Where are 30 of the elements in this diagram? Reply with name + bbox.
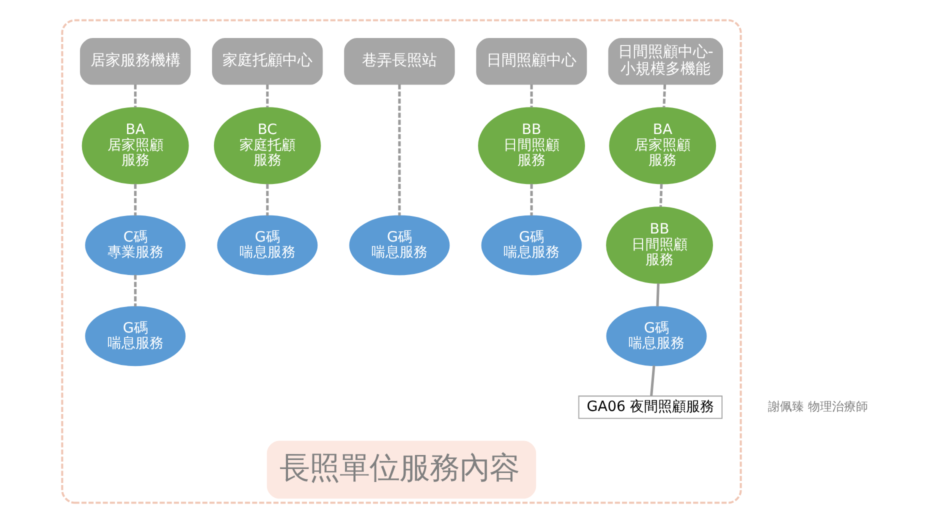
label: 謝佩臻 物理治療師 bbox=[768, 399, 868, 414]
node-ellipse: C碼 專業服務 bbox=[84, 215, 186, 276]
node-box: GA06 夜間照顧服務 bbox=[578, 396, 722, 419]
node-ellipse: BA 居家照顧服務 bbox=[81, 107, 188, 184]
connector bbox=[530, 184, 532, 216]
node-ellipse: G碼 喘息服務 bbox=[216, 215, 318, 276]
node-ellipse: G碼 喘息服務 bbox=[480, 215, 582, 276]
node-ellipse: G碼 喘息服務 bbox=[348, 215, 450, 276]
node-ellipse: G碼 喘息服務 bbox=[606, 306, 706, 366]
connector bbox=[662, 84, 666, 108]
node-ellipse: G碼 喘息服務 bbox=[84, 306, 186, 366]
node-ellipse: BB 日間照顧服務 bbox=[478, 107, 585, 184]
node-box: 巷弄長照站 bbox=[344, 38, 454, 85]
node-box: 日間照顧中心-小規模多機能 bbox=[608, 38, 723, 85]
connector bbox=[398, 84, 400, 216]
node-ellipse: BC 家庭托顧服務 bbox=[213, 107, 320, 184]
node-ellipse: BB 日間照顧服務 bbox=[606, 206, 713, 284]
connector bbox=[134, 184, 136, 216]
connector bbox=[134, 274, 136, 307]
node-box: 居家服務機構 bbox=[79, 38, 190, 85]
connector bbox=[266, 84, 268, 108]
connector bbox=[656, 283, 660, 306]
connector bbox=[266, 184, 268, 216]
connector bbox=[134, 84, 136, 108]
node-box: 家庭托顧中心 bbox=[212, 38, 322, 85]
connector bbox=[650, 366, 655, 396]
connector bbox=[658, 184, 662, 207]
connector bbox=[530, 84, 532, 108]
node-ellipse: BA 居家照顧服務 bbox=[608, 107, 716, 184]
node-box: 日間照顧中心 bbox=[476, 38, 586, 85]
